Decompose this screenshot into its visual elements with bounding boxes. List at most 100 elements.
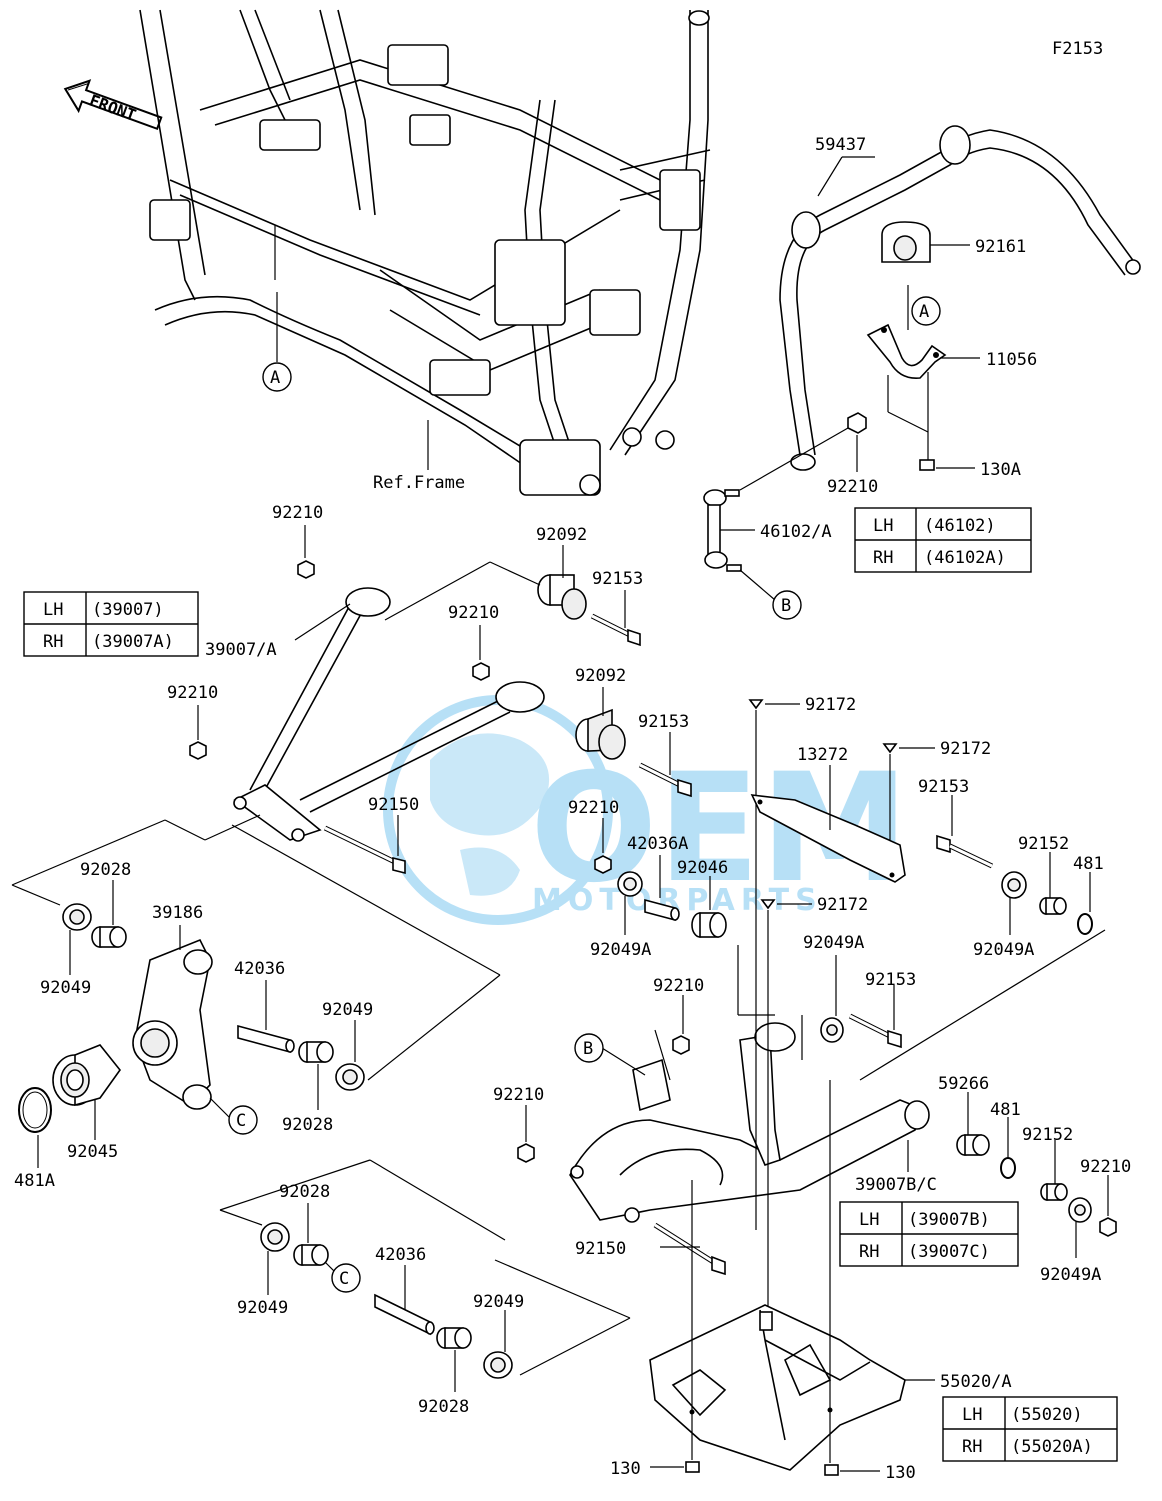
part-92150-b: 92150 [575, 1239, 626, 1259]
nut-92210-lower-1 [672, 1035, 690, 1055]
svg-text:A: A [270, 368, 280, 388]
svg-text:LH: LH [43, 600, 63, 620]
part-130-a: 130 [610, 1459, 641, 1479]
part-92049-a: 92049 [40, 978, 91, 998]
svg-text:RH: RH [962, 1437, 982, 1457]
svg-text:(46102A): (46102A) [924, 548, 1006, 568]
part-92049a-d: 92049A [1040, 1265, 1101, 1285]
svg-text:(39007C): (39007C) [908, 1242, 990, 1262]
table-55020: LH (55020) RH (55020A) [942, 1396, 1118, 1462]
part-130a: 130A [980, 460, 1021, 480]
bushing-92028-a [91, 926, 127, 948]
bolt-130-a [685, 1461, 700, 1473]
svg-text:(39007): (39007) [92, 600, 164, 620]
part-42036-b: 42036 [375, 1245, 426, 1265]
svg-text:A: A [919, 302, 929, 322]
table-39007: LH (39007) RH (39007A) [23, 591, 199, 657]
oil-seal-92049-d [483, 1351, 513, 1379]
svg-text:B: B [781, 596, 791, 616]
lower-a-arm [569, 1022, 930, 1223]
part-92210-c: 92210 [448, 603, 499, 623]
bushing-92028-c [293, 1244, 329, 1266]
callout-a-bracket: A [911, 296, 941, 326]
table-39007bc: LH (39007B) RH (39007C) [839, 1201, 1019, 1267]
part-92153-d: 92153 [865, 970, 916, 990]
watermark: OEM MOTORPARTS [383, 695, 909, 925]
part-92210-h: 92210 [1080, 1157, 1131, 1177]
part-92172-c: 92172 [817, 895, 868, 915]
frame-illustration [139, 9, 711, 496]
part-130-b: 130 [885, 1463, 916, 1483]
pin-42036a [644, 898, 680, 922]
part-92150-a: 92150 [368, 795, 419, 815]
part-92046: 92046 [677, 858, 728, 878]
nut-92210-upper-3 [189, 741, 207, 760]
table-46102: LH (46102) RH (46102A) [854, 507, 1032, 573]
screw-92172-a [748, 699, 764, 710]
svg-text:LH: LH [962, 1405, 982, 1425]
nut-92210-stab [847, 412, 867, 434]
svg-text:(46102): (46102) [924, 516, 996, 536]
bolt-92150-b [653, 1222, 726, 1276]
part-92049a-b: 92049A [973, 940, 1034, 960]
svg-text:B: B [583, 1039, 593, 1059]
part-42036a: 42036A [627, 834, 688, 854]
nut-92210-mid [594, 855, 612, 874]
nut-92210-lower-2 [517, 1143, 535, 1163]
bolt-130-b [824, 1464, 839, 1476]
callout-b-link: B [772, 590, 802, 620]
oil-seal-92049a-a [617, 871, 643, 897]
part-92210-a: 92210 [827, 477, 878, 497]
bushing-92152-b [1040, 1183, 1068, 1201]
part-481a: 481A [14, 1171, 55, 1191]
bushing-92092-a [537, 574, 587, 620]
part-59266: 59266 [938, 1074, 989, 1094]
part-92028-b: 92028 [282, 1115, 333, 1135]
part-11056: 11056 [986, 350, 1037, 370]
part-92045: 92045 [67, 1142, 118, 1162]
part-92153-b: 92153 [638, 712, 689, 732]
svg-text:(39007A): (39007A) [92, 632, 174, 652]
part-92152-a: 92152 [1018, 834, 1069, 854]
oil-seal-92049a-d [1068, 1197, 1092, 1223]
bushing-92092-b [575, 708, 626, 760]
bushing-92161 [881, 221, 931, 263]
svg-text:C: C [339, 1269, 349, 1289]
part-92172-b: 92172 [940, 739, 991, 759]
part-92092-a: 92092 [536, 525, 587, 545]
circlip-481a [18, 1087, 52, 1133]
svg-text:RH: RH [43, 632, 63, 652]
part-92049-d: 92049 [473, 1292, 524, 1312]
callout-c-knuckle: C [228, 1105, 258, 1135]
pin-42036-b [374, 1293, 435, 1336]
callout-c-lower: C [331, 1263, 361, 1293]
part-92153-a: 92153 [592, 569, 643, 589]
circlip-481-a [1077, 913, 1093, 935]
link-46102 [703, 489, 742, 572]
nut-92210-right [1099, 1217, 1117, 1237]
svg-text:(55020A): (55020A) [1011, 1437, 1093, 1457]
bushing-59266 [956, 1134, 990, 1156]
screw-92172-b [882, 743, 898, 754]
oil-seal-92049-c [260, 1222, 290, 1252]
part-92152-b: 92152 [1022, 1125, 1073, 1145]
bearing-92045 [52, 1044, 122, 1107]
nut-92210-upper-2 [472, 662, 490, 681]
part-92210-f: 92210 [653, 976, 704, 996]
bolt-92153-a [590, 613, 641, 647]
bushing-92028-d [436, 1327, 472, 1349]
bolt-92153-c [936, 834, 994, 869]
svg-text:LH: LH [859, 1210, 879, 1230]
part-13272: 13272 [797, 745, 848, 765]
callout-a-frame: A [262, 362, 292, 392]
svg-text:RH: RH [873, 548, 893, 568]
svg-text:LH: LH [873, 516, 893, 536]
svg-text:RH: RH [859, 1242, 879, 1262]
part-92210-d: 92210 [167, 683, 218, 703]
oil-seal-92049-a [62, 903, 92, 931]
part-92049-b: 92049 [322, 1000, 373, 1020]
part-92049a-c: 92049A [803, 933, 864, 953]
part-92210-b: 92210 [272, 503, 323, 523]
part-59437: 59437 [815, 135, 866, 155]
